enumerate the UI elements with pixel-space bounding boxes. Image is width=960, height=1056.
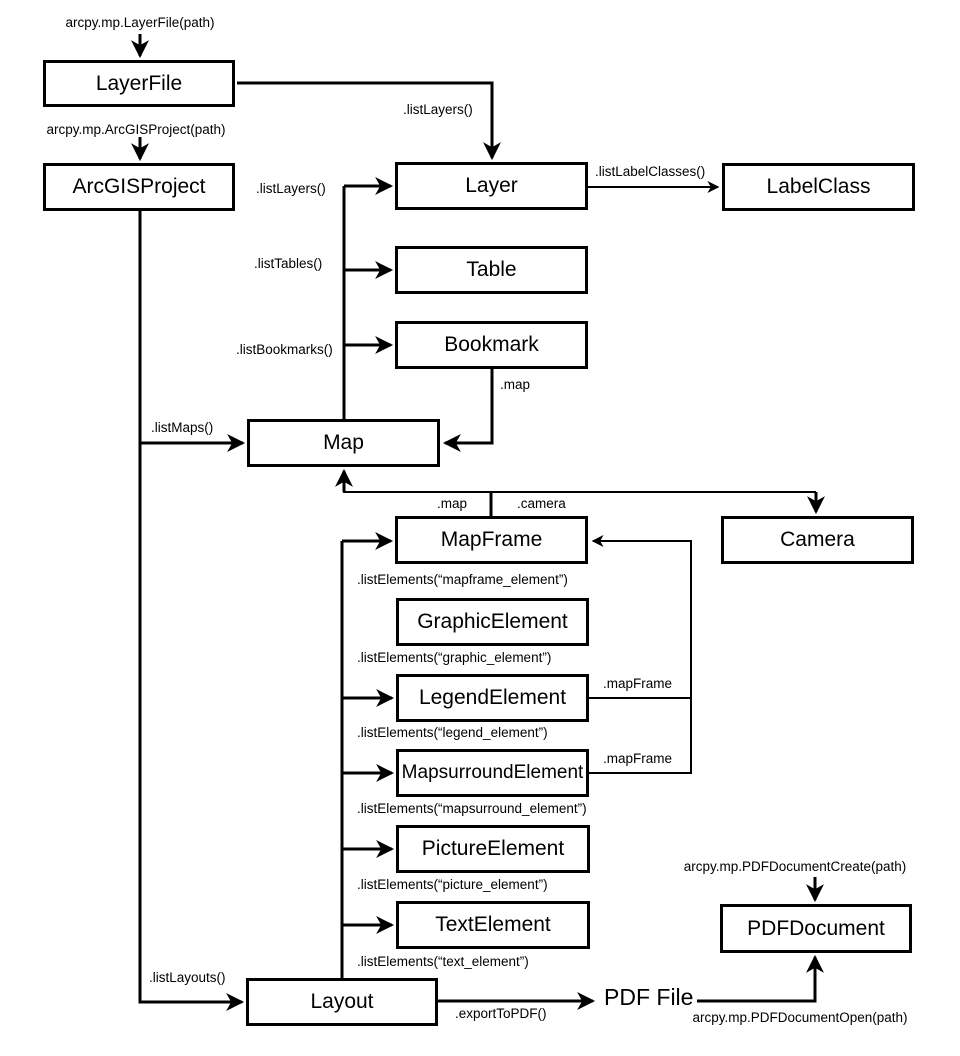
node-map: Map bbox=[247, 419, 440, 467]
node-bookmark: Bookmark bbox=[395, 321, 588, 369]
label-ctor-pdfdocument-open: arcpy.mp.PDFDocumentOpen(path) bbox=[692, 1010, 908, 1025]
label-listelements-mapsurround: .listElements(“mapsurround_element”) bbox=[357, 801, 587, 816]
node-pdfdocument: PDFDocument bbox=[720, 904, 912, 953]
label-listelements-picture: .listElements(“picture_element”) bbox=[357, 877, 548, 892]
label-listelements-mapframe: .listElements(“mapframe_element”) bbox=[357, 572, 568, 587]
label-mapframe-from-legend: .mapFrame bbox=[603, 676, 673, 691]
node-camera: Camera bbox=[721, 516, 914, 564]
label-ctor-arcgisproject: arcpy.mp.ArcGISProject(path) bbox=[46, 122, 226, 137]
node-graphicelement: GraphicElement bbox=[396, 598, 589, 646]
node-layer: Layer bbox=[395, 162, 588, 210]
label-listelements-legend: .listElements(“legend_element”) bbox=[357, 725, 548, 740]
label-listmaps: .listMaps() bbox=[151, 420, 214, 435]
edge-bookmark-to-map bbox=[442, 369, 494, 452]
label-listelements-graphic: .listElements(“graphic_element”) bbox=[357, 650, 552, 665]
node-table: Table bbox=[395, 246, 588, 294]
label-map-from-bookmark: .map bbox=[500, 377, 531, 392]
label-listlabelclasses: .listLabelClasses() bbox=[595, 164, 706, 179]
label-listlayouts: .listLayouts() bbox=[149, 970, 226, 985]
label-map-from-mapframe: .map bbox=[437, 496, 468, 511]
label-camera: .camera bbox=[517, 496, 566, 511]
edge-layerfile-to-layer bbox=[237, 81, 501, 161]
node-labelclass: LabelClass bbox=[722, 163, 915, 211]
label-ctor-layerfile: arcpy.mp.LayerFile(path) bbox=[65, 15, 215, 30]
label-exporttopdf: .exportToPDF() bbox=[455, 1006, 547, 1021]
node-pdf-file-text: PDF File bbox=[604, 984, 694, 1010]
node-mapsurroundelement: MapsurroundElement bbox=[396, 749, 589, 797]
node-pictureelement: PictureElement bbox=[396, 825, 590, 873]
edge-arcgisproject-to-layout bbox=[138, 211, 245, 1011]
node-layout: Layout bbox=[246, 978, 438, 1026]
label-listelements-text: .listElements(“text_element”) bbox=[357, 954, 529, 969]
node-legendelement: LegendElement bbox=[396, 674, 589, 722]
label-listlayers-map: .listLayers() bbox=[256, 181, 326, 196]
node-mapframe: MapFrame bbox=[395, 516, 588, 564]
node-arcgisproject: ArcGISProject bbox=[43, 163, 235, 211]
label-listtables: .listTables() bbox=[254, 256, 323, 271]
edge-mapsurround-to-mapframe bbox=[589, 535, 692, 774]
node-layerfile: LayerFile bbox=[43, 60, 235, 107]
node-textelement: TextElement bbox=[396, 901, 590, 949]
label-listlayers-layerfile: .listLayers() bbox=[403, 102, 473, 117]
label-mapframe-from-mapsurround: .mapFrame bbox=[603, 751, 673, 766]
edge-pdffile-to-pdfdocument bbox=[697, 954, 824, 1003]
label-ctor-pdfdocument-create: arcpy.mp.PDFDocumentCreate(path) bbox=[683, 859, 907, 874]
label-listbookmarks: .listBookmarks() bbox=[236, 342, 333, 357]
